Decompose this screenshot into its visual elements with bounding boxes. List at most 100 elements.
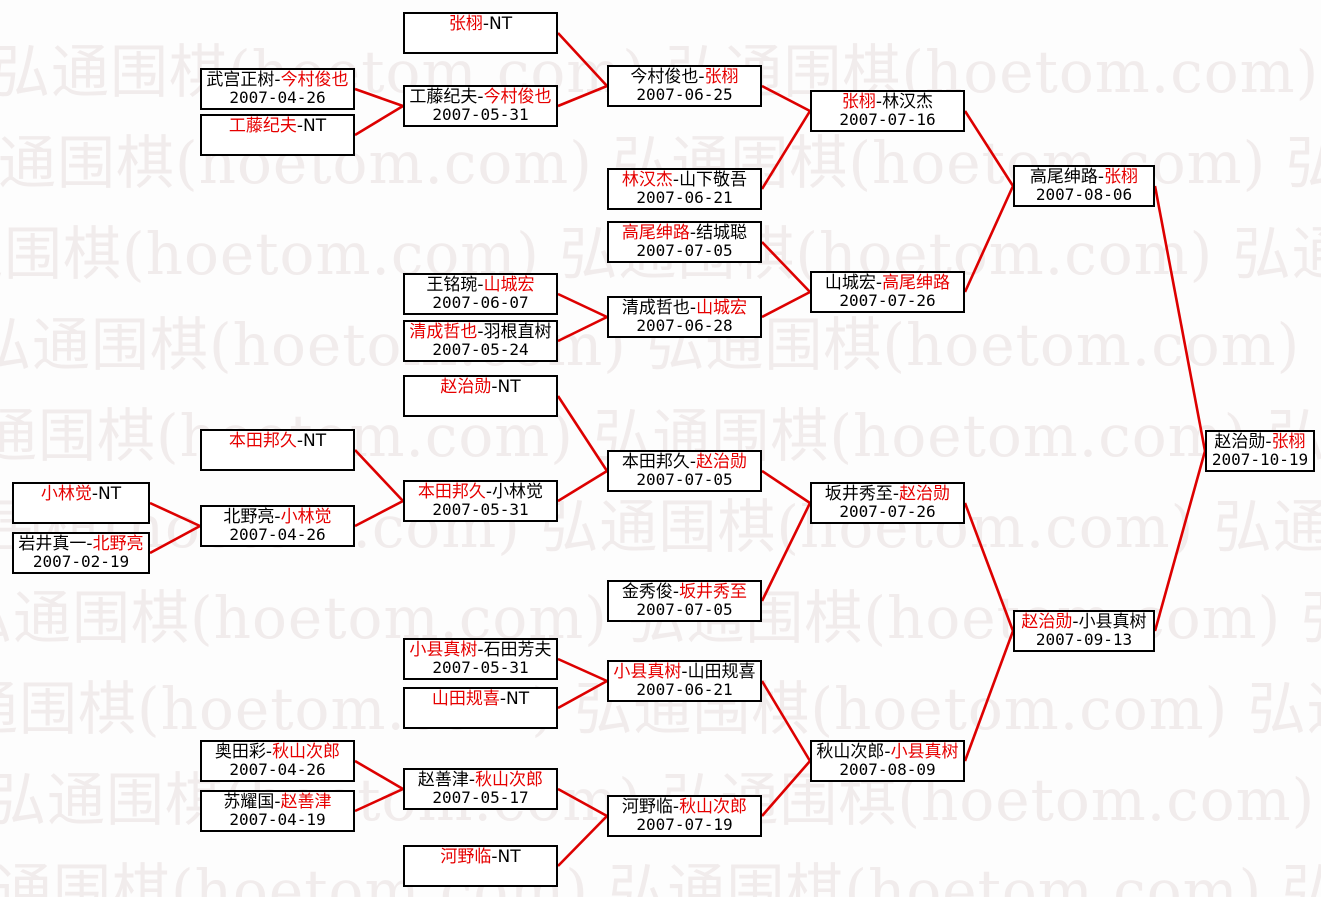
match-date: 2007-07-19 <box>636 815 733 834</box>
player-name: 赵善津 <box>417 770 469 790</box>
bracket-connector-line <box>1153 185 1207 452</box>
player-name: 北野亮 <box>223 507 275 527</box>
player-name: 小县真树 <box>613 662 682 682</box>
player-name: 王铭琬 <box>426 275 478 295</box>
player-name: 秋山次郎 <box>272 742 341 762</box>
bracket-connector-line <box>354 87 404 108</box>
bracket-connector-line <box>354 104 404 137</box>
bracket-connector-line <box>354 449 404 502</box>
player-name: 张栩 <box>704 67 739 87</box>
name-separator: - <box>1097 167 1105 187</box>
match-players: 苏耀国-赵善津 <box>223 793 331 811</box>
player-name: 高尾绅路 <box>882 273 951 293</box>
match-box: 山田规喜-NT <box>403 687 558 729</box>
bracket-connector-line <box>557 657 608 683</box>
player-name: 小林觉 <box>280 507 332 527</box>
player-name: 山城宏 <box>824 273 876 293</box>
name-separator: - <box>296 116 304 136</box>
bracket-connector-line <box>963 502 1015 632</box>
bracket-connector-line <box>556 395 609 472</box>
bracket-connector-line <box>557 469 608 503</box>
player-name: 本田邦久 <box>417 482 486 502</box>
match-players: 坂井秀至-赵治勋 <box>825 485 950 503</box>
match-players: 北野亮-小林觉 <box>223 508 331 526</box>
match-box: 小林觉-NT <box>12 482 150 524</box>
player-name: 金秀俊 <box>621 582 673 602</box>
match-date: 2007-06-21 <box>636 188 733 207</box>
player-name: 小林觉 <box>492 482 544 502</box>
name-separator: - <box>672 170 680 190</box>
player-name: 工藤纪夫 <box>409 87 478 107</box>
player-name: 河野临 <box>621 797 673 817</box>
player-name: NT <box>303 116 327 136</box>
match-players: 工藤纪夫-今村俊也 <box>409 88 551 106</box>
player-name: 小县真树 <box>1078 612 1147 632</box>
player-name: 山城宏 <box>696 298 748 318</box>
player-name: 赵治勋 <box>1214 432 1266 452</box>
player-name: 赵治勋 <box>1021 612 1073 632</box>
match-players: 本田邦久-赵治勋 <box>622 453 747 471</box>
player-name: 张栩 <box>841 92 876 112</box>
player-name: 秋山次郎 <box>816 742 885 762</box>
player-name: 北野亮 <box>92 534 144 554</box>
match-players: 奥田彩-秋山次郎 <box>215 743 340 761</box>
bracket-connector-line <box>761 241 811 293</box>
match-players: 清成哲也-羽根直树 <box>409 323 551 341</box>
match-players: 清成哲也-山城宏 <box>622 299 747 317</box>
player-name: 今村俊也 <box>630 67 699 87</box>
name-separator: - <box>689 223 697 243</box>
match-players: 林汉杰-山下敬吾 <box>622 171 747 189</box>
name-separator: - <box>1072 612 1079 632</box>
name-separator: - <box>477 322 484 342</box>
player-name: 张栩 <box>448 14 483 34</box>
player-name: 今村俊也 <box>280 70 349 90</box>
player-name: 清成哲也 <box>409 322 478 342</box>
match-date: 2007-09-13 <box>1035 630 1133 649</box>
bracket-connector-line <box>557 84 608 108</box>
match-players: 张栩-林汉杰 <box>842 93 933 111</box>
name-separator: - <box>672 797 680 817</box>
name-separator: - <box>698 67 705 87</box>
match-box: 张栩-NT <box>403 12 558 54</box>
player-name: 岩井真一 <box>18 534 87 554</box>
match-date: 2007-04-26 <box>229 760 326 779</box>
name-separator: - <box>491 377 498 397</box>
name-separator: - <box>689 298 697 318</box>
name-separator: - <box>875 273 883 293</box>
player-name: 林汉杰 <box>882 92 934 112</box>
name-separator: - <box>91 484 99 504</box>
match-date: 2007-08-06 <box>1035 185 1133 204</box>
match-date: 2007-07-26 <box>839 502 936 521</box>
match-date: 2007-07-26 <box>839 291 936 310</box>
match-date: 2007-06-07 <box>432 293 529 312</box>
name-separator: - <box>681 662 688 682</box>
player-name: 小林觉 <box>40 484 92 504</box>
player-name: NT <box>489 14 513 34</box>
name-separator: - <box>884 742 891 762</box>
match-box: 本田邦久-NT <box>200 429 355 471</box>
bracket-connector-line <box>963 185 1015 293</box>
match-players: 山城宏-高尾绅路 <box>825 274 950 292</box>
bracket-connector-line <box>761 469 811 505</box>
player-name: 结城聪 <box>696 223 748 243</box>
match-box: 工藤纪夫-NT <box>200 114 355 156</box>
match-players: 高尾绅路-张栩 <box>1030 168 1138 186</box>
name-separator: - <box>274 507 281 527</box>
match-date: 2007-08-09 <box>839 760 936 779</box>
match-players: 赵善津-秋山次郎 <box>418 771 543 789</box>
